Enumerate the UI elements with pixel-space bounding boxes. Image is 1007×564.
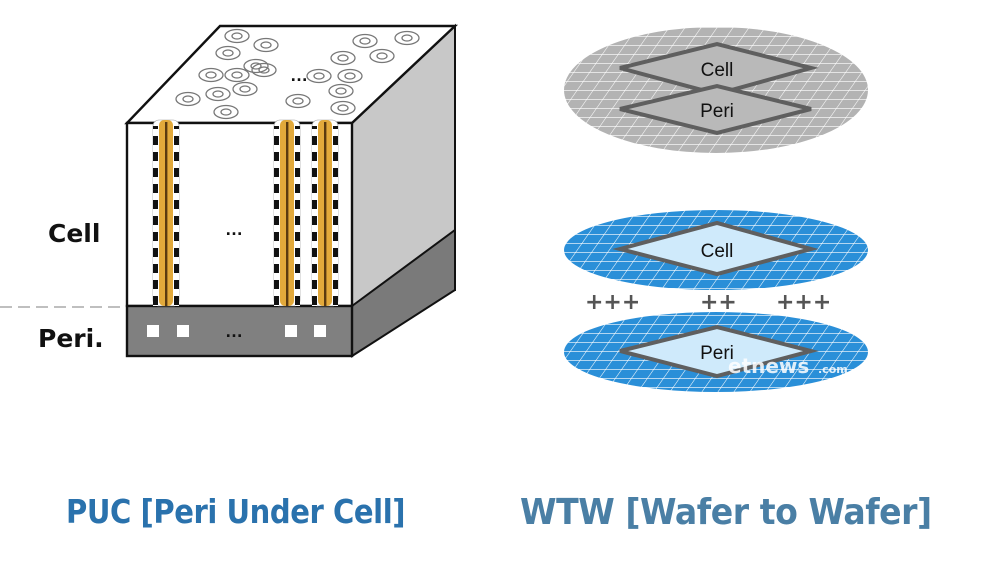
puc-cube: … … … xyxy=(124,23,459,358)
cell-die-gray xyxy=(619,41,819,97)
bond-mark-center: ++ xyxy=(700,290,737,315)
bond-mark-left: +++ xyxy=(585,290,640,315)
bond-mark-right: +++ xyxy=(776,290,831,315)
cell-wafer: Cell xyxy=(564,210,868,290)
peri-wafer: Peri xyxy=(564,312,868,392)
peri-circuit-blocks xyxy=(147,325,326,337)
bond-marks: +++ ++ +++ xyxy=(585,290,831,315)
cell-ellipsis: … xyxy=(225,219,243,239)
gray-cell-label: Cell xyxy=(701,60,734,81)
top-ellipsis: … xyxy=(290,65,308,85)
label-peri: Peri. xyxy=(38,324,104,353)
pillar-3 xyxy=(311,119,339,307)
watermark-text: etnews xyxy=(728,354,809,378)
peri-die-gray xyxy=(619,83,812,136)
caption-puc: PUC [Peri Under Cell] xyxy=(66,492,406,531)
peri-ellipsis: … xyxy=(225,321,243,341)
pillar-2 xyxy=(273,119,301,307)
cell-die-blue xyxy=(612,220,819,277)
blue-cell-label: Cell xyxy=(701,241,734,262)
caption-wtw: WTW [Wafer to Wafer] xyxy=(520,492,932,533)
pillar-1 xyxy=(152,119,180,307)
label-cell: Cell xyxy=(48,219,100,248)
peri-die-blue xyxy=(619,324,819,379)
monolithic-wafer: Cell Peri xyxy=(564,27,868,153)
blue-peri-label: Peri xyxy=(700,343,734,364)
etnews-watermark: etnews .com xyxy=(728,354,848,378)
gray-peri-label: Peri xyxy=(700,101,734,122)
watermark-suffix: .com xyxy=(818,363,848,376)
